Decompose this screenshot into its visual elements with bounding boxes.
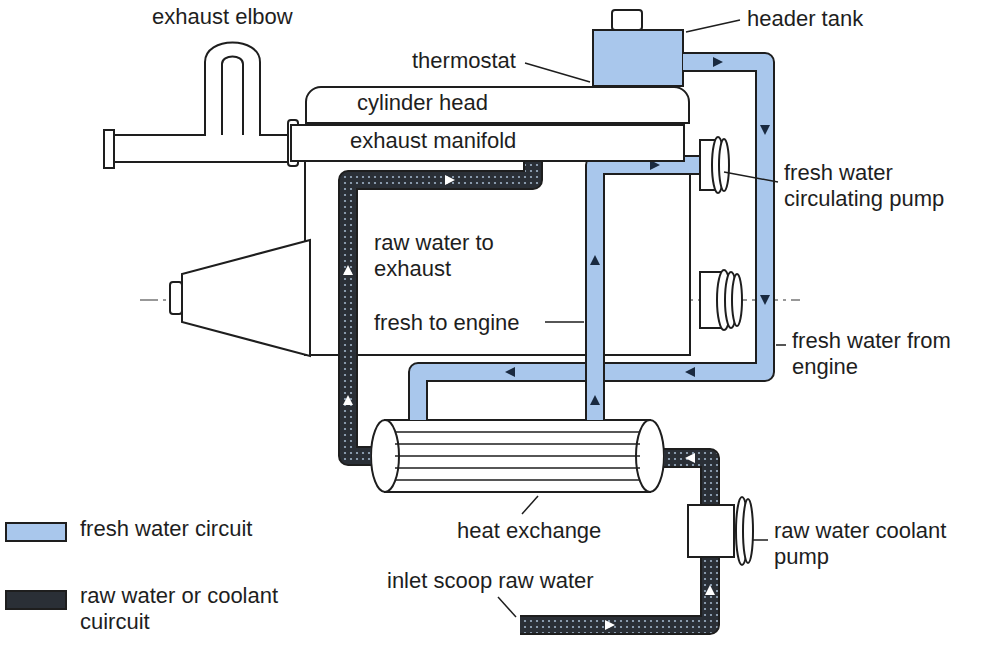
part-label: header tank	[745, 6, 865, 32]
part-label: heat exchange	[455, 518, 603, 544]
part-name: exhaust manifold	[350, 126, 683, 156]
raw-water-pipe	[348, 162, 710, 625]
raw-water-pipe	[664, 458, 710, 505]
heat-exchanger	[395, 431, 640, 433]
heat-exchanger	[371, 420, 664, 492]
legend-swatch	[5, 590, 67, 610]
header-tank	[593, 10, 683, 86]
flow-arrow	[343, 395, 353, 405]
heat-exchanger	[395, 455, 640, 457]
pump-pulley	[688, 137, 753, 565]
fresh-water-pipe	[595, 165, 700, 420]
part-label: fresh water from engine	[790, 328, 979, 381]
flow-arrow	[590, 255, 600, 265]
heat-exchanger	[385, 420, 650, 492]
engine-part-box: exhaust manifold	[290, 124, 685, 162]
flow-arrow	[505, 367, 515, 377]
exhaust-elbow	[114, 43, 290, 136]
flow-arrow	[605, 620, 615, 630]
heat-exchanger	[371, 420, 399, 492]
flow-arrow	[445, 175, 455, 185]
exhaust-elbow	[114, 161, 290, 163]
leader-line	[525, 63, 590, 82]
leader-line	[498, 597, 516, 617]
part-label: fresh to engine	[372, 310, 522, 336]
exhaust-elbow	[104, 130, 114, 168]
exhaust-elbow	[104, 43, 298, 169]
pump-pulley	[688, 505, 734, 557]
leader-line	[545, 321, 584, 323]
leader-line	[753, 539, 768, 541]
header-tank	[593, 30, 683, 86]
heat-exchanger	[395, 467, 640, 469]
flow-arrow	[713, 57, 723, 67]
engine-part-box: cylinder head	[305, 86, 690, 124]
flow-arrow	[705, 585, 715, 595]
fresh-water-pipe	[595, 165, 700, 420]
flow-arrow	[590, 395, 600, 405]
leader-line	[776, 344, 786, 346]
heat-exchanger	[395, 443, 640, 445]
raw-water-pipe	[664, 458, 710, 505]
flow-arrow	[760, 295, 770, 305]
flow-arrow	[343, 175, 715, 630]
legend-swatch	[5, 522, 67, 542]
engine-block	[170, 282, 182, 314]
heat-exchanger	[636, 420, 664, 492]
legend-text: raw water or coolant cuircuit	[78, 583, 312, 636]
part-label: inlet scoop raw water	[385, 568, 596, 594]
part-label: thermostat	[410, 48, 518, 74]
part-label: fresh water circulating pump	[782, 160, 981, 213]
heat-exchanger	[395, 479, 640, 481]
flow-arrow	[760, 125, 770, 135]
leader-line	[522, 496, 538, 514]
part-label: raw water coolant pump	[772, 518, 976, 571]
pump-pulley	[732, 274, 742, 326]
flow-arrow	[685, 453, 695, 463]
pump-pulley	[743, 499, 753, 563]
header-tank	[612, 10, 642, 30]
flow-arrow	[343, 265, 353, 275]
leader-line	[724, 172, 778, 182]
part-label: raw water to exhaust	[372, 230, 511, 283]
legend-text: fresh water circuit	[78, 516, 254, 542]
raw-water-pipe	[348, 162, 533, 456]
part-label: exhaust elbow	[150, 4, 295, 30]
leader-line	[686, 20, 740, 32]
exhaust-elbow	[222, 57, 243, 136]
pump-pulley	[719, 139, 729, 191]
engine-block	[182, 240, 310, 356]
flow-arrow	[685, 367, 695, 377]
raw-water-pipe	[348, 162, 533, 456]
part-name: cylinder head	[357, 88, 688, 118]
